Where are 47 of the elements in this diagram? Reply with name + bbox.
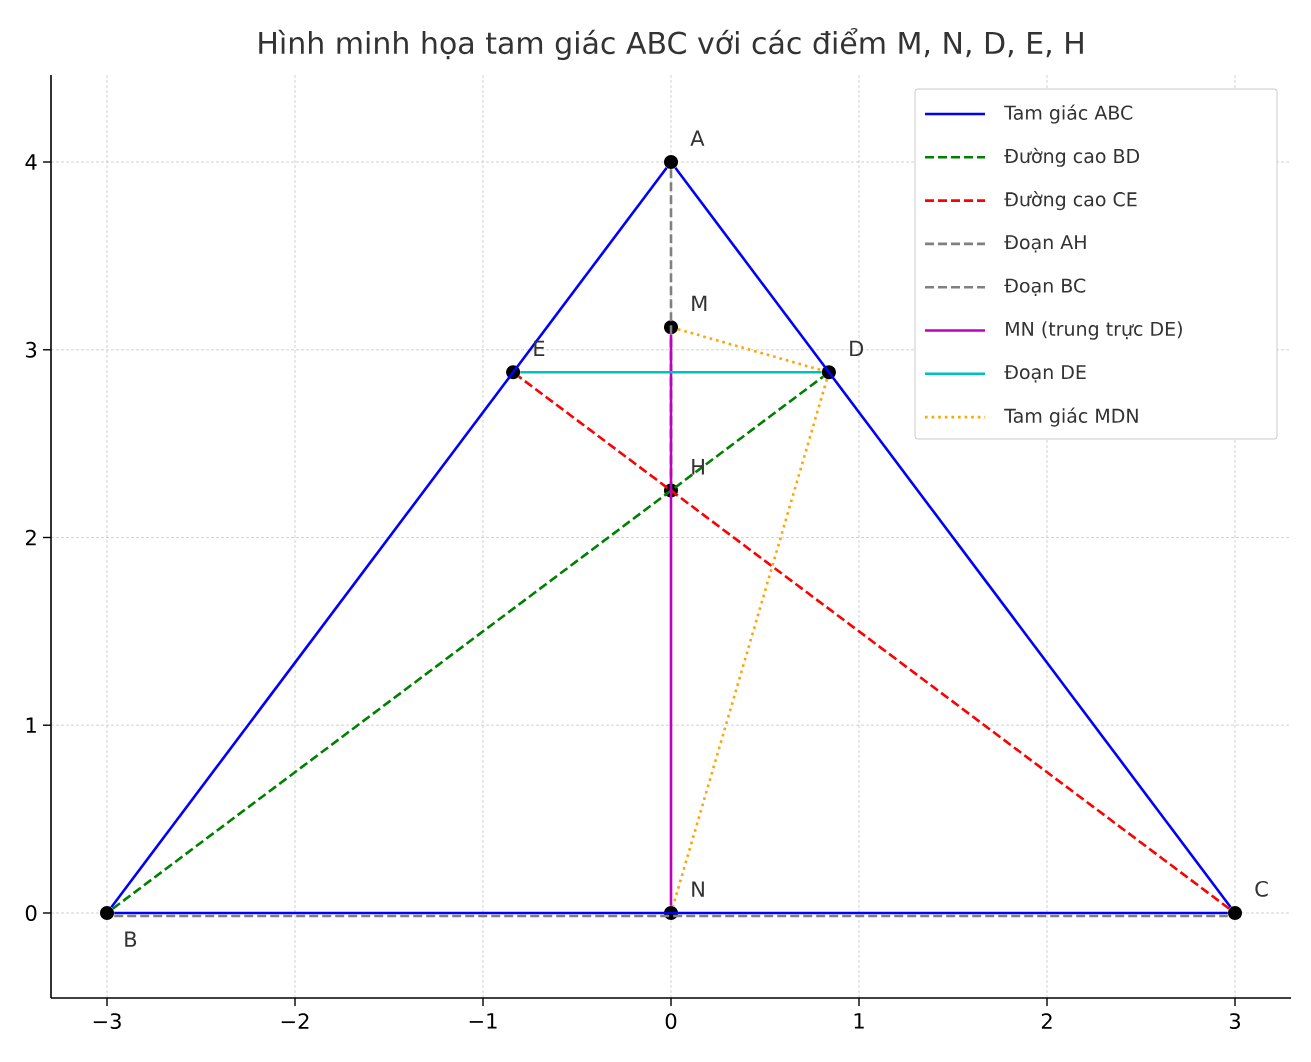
point-label: A xyxy=(690,130,705,146)
legend-text: Đoạn BC xyxy=(1004,278,1086,296)
point-dot xyxy=(664,320,678,335)
point-dot xyxy=(1228,906,1242,920)
line-segment xyxy=(669,334,673,906)
tick-label: −3 xyxy=(93,1013,121,1030)
legend-text: Đường cao CE xyxy=(1004,191,1137,211)
point-dot xyxy=(100,906,114,920)
line-segment xyxy=(114,911,1228,915)
line-segment xyxy=(518,375,1231,910)
legend-text: Tam giác ABC xyxy=(1004,104,1133,124)
legend-text: Đoạn AH xyxy=(1004,235,1086,253)
line-segment xyxy=(677,327,823,372)
tick-label: 1 xyxy=(854,1013,864,1029)
tick-label: −1 xyxy=(469,1013,497,1029)
point-label: N xyxy=(692,881,704,897)
line-segment xyxy=(110,166,668,909)
tick-label: 2 xyxy=(26,529,36,546)
legend-text: Tam giác MDN xyxy=(1004,407,1138,427)
tick-label: 2 xyxy=(1041,1013,1052,1029)
tick-label: 4 xyxy=(25,154,37,170)
point-label: B xyxy=(125,931,137,947)
point-dot xyxy=(664,906,678,920)
point-label: C xyxy=(1255,880,1268,897)
tick-label: −2 xyxy=(281,1013,309,1029)
line-segment xyxy=(112,375,824,910)
line-segment xyxy=(674,166,1232,909)
tick-label: 0 xyxy=(665,1013,677,1030)
tick-label: 3 xyxy=(26,341,37,358)
point-label: D xyxy=(850,340,864,357)
line-segment xyxy=(671,378,829,907)
point-dot xyxy=(821,365,836,380)
point-label: H xyxy=(692,459,704,475)
legend-text: MN (trung trực DE) xyxy=(1006,321,1182,340)
point-label: M xyxy=(692,295,707,311)
chart-title: Hình minh họa tam giác ABC với các điểm M, N, D, E, H xyxy=(259,27,1083,61)
line-segment xyxy=(520,371,822,374)
point-dot xyxy=(506,365,521,380)
tick-label: 0 xyxy=(25,905,37,921)
point-dot xyxy=(664,155,678,169)
legend-text: Đường cao BD xyxy=(1004,147,1140,167)
tick-label: 1 xyxy=(26,717,36,733)
point-dot xyxy=(664,483,678,498)
point-label: E xyxy=(534,340,545,357)
tick-label: 3 xyxy=(1229,1013,1240,1030)
line-segment xyxy=(114,914,1228,918)
legend-text: Đoạn DE xyxy=(1004,365,1086,383)
